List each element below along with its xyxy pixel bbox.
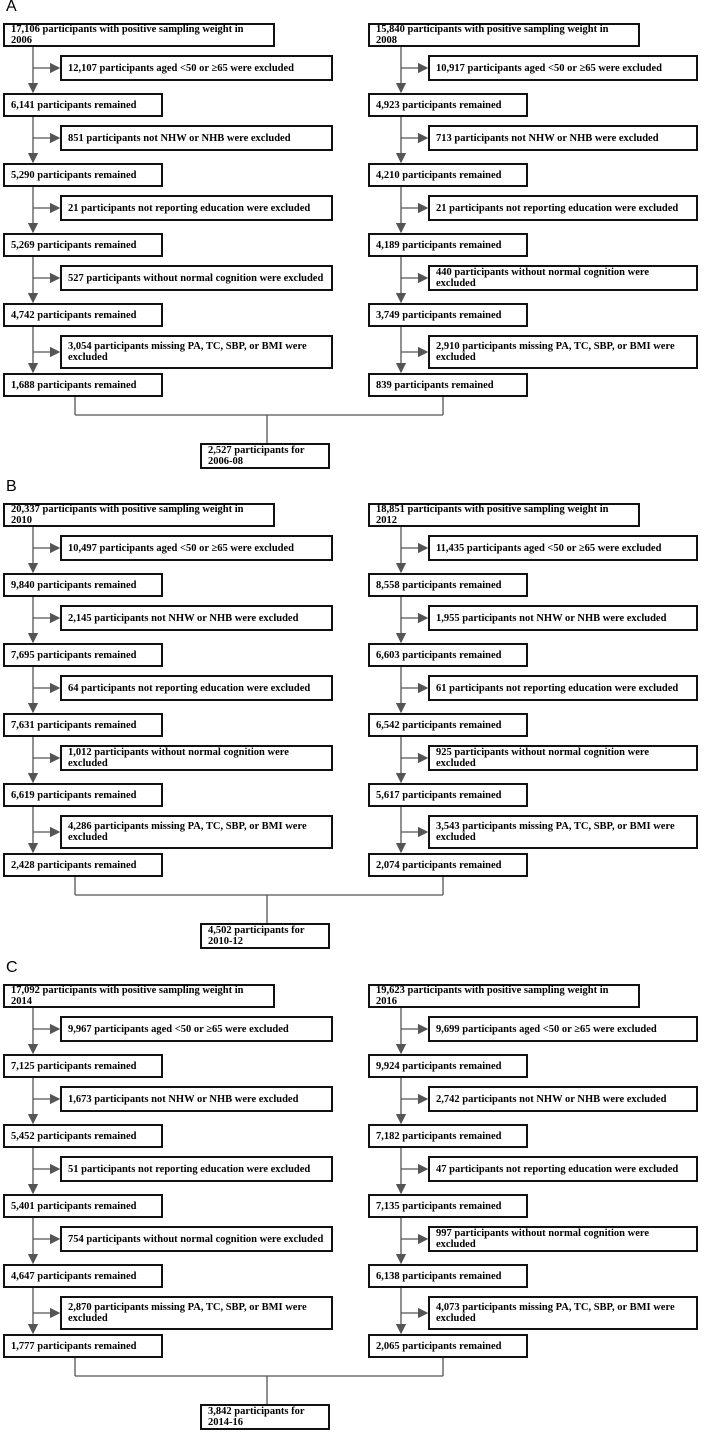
start-box: 15,840 participants with positive sampli… [368, 23, 640, 47]
remained-box: 5,617 participants remained [368, 783, 528, 807]
remained-box: 1,688 participants remained [3, 373, 163, 397]
exclusion-box: 851 participants not NHW or NHB were exc… [60, 125, 333, 151]
start-box: 19,623 participants with positive sampli… [368, 984, 640, 1008]
panel-b: B 20,337 participants with positive sampl… [0, 478, 714, 960]
exclusion-box: 4,286 participants missing PA, TC, SBP, … [60, 815, 333, 849]
remained-box: 839 participants remained [368, 373, 528, 397]
start-box: 17,092 participants with positive sampli… [3, 984, 275, 1008]
remained-box: 4,923 participants remained [368, 93, 528, 117]
remained-box: 2,074 participants remained [368, 853, 528, 877]
connector-lines [27, 47, 444, 443]
total-box: 4,502 participants for 2010-12 [200, 923, 330, 949]
exclusion-box: 47 participants not reporting education … [428, 1156, 698, 1182]
panel-c: C 17,092 participants with positive sampl… [0, 959, 714, 1441]
exclusion-box: 2,742 participants not NHW or NHB were e… [428, 1086, 698, 1112]
remained-box: 4,647 participants remained [3, 1264, 163, 1288]
exclusion-box: 2,910 participants missing PA, TC, SBP, … [428, 335, 698, 369]
remained-box: 2,065 participants remained [368, 1334, 528, 1358]
remained-box: 6,138 participants remained [368, 1264, 528, 1288]
remained-box: 8,558 participants remained [368, 573, 528, 597]
remained-box: 5,269 participants remained [3, 233, 163, 257]
exclusion-box: 61 participants not reporting education … [428, 675, 698, 701]
remained-box: 6,619 participants remained [3, 783, 163, 807]
total-box: 2,527 participants for 2006-08 [200, 443, 330, 469]
exclusion-box: 2,145 participants not NHW or NHB were e… [60, 605, 333, 631]
remained-box: 4,189 participants remained [368, 233, 528, 257]
panel-label: C [6, 959, 18, 976]
remained-box: 5,290 participants remained [3, 163, 163, 187]
panel-a: A 17,106 participants with positive sampl… [0, 0, 714, 480]
remained-box: 6,141 participants remained [3, 93, 163, 117]
exclusion-box: 754 participants without normal cognitio… [60, 1226, 333, 1252]
connector-lines [27, 527, 444, 923]
remained-box: 6,542 participants remained [368, 713, 528, 737]
panel-label: B [6, 478, 17, 495]
remained-box: 7,695 participants remained [3, 643, 163, 667]
start-box: 18,851 participants with positive sampli… [368, 503, 640, 527]
exclusion-box: 2,870 participants missing PA, TC, SBP, … [60, 1296, 333, 1330]
total-box: 3,842 participants for 2014-16 [200, 1404, 330, 1430]
exclusion-box: 10,497 participants aged <50 or ≥65 were… [60, 535, 333, 561]
start-box: 17,106 participants with positive sampli… [3, 23, 275, 47]
exclusion-box: 12,107 participants aged <50 or ≥65 were… [60, 55, 333, 81]
remained-box: 5,452 participants remained [3, 1124, 163, 1148]
exclusion-box: 51 participants not reporting education … [60, 1156, 333, 1182]
exclusion-box: 21 participants not reporting education … [428, 195, 698, 221]
exclusion-box: 3,543 participants missing PA, TC, SBP, … [428, 815, 698, 849]
exclusion-box: 925 participants without normal cognitio… [428, 745, 698, 771]
remained-box: 9,840 participants remained [3, 573, 163, 597]
exclusion-box: 1,955 participants not NHW or NHB were e… [428, 605, 698, 631]
exclusion-box: 4,073 participants missing PA, TC, SBP, … [428, 1296, 698, 1330]
remained-box: 6,603 participants remained [368, 643, 528, 667]
remained-box: 9,924 participants remained [368, 1054, 528, 1078]
exclusion-box: 997 participants without normal cognitio… [428, 1226, 698, 1252]
connector-lines [27, 1008, 444, 1404]
exclusion-box: 713 participants not NHW or NHB were exc… [428, 125, 698, 151]
remained-box: 3,749 participants remained [368, 303, 528, 327]
exclusion-box: 11,435 participants aged <50 or ≥65 were… [428, 535, 698, 561]
remained-box: 7,125 participants remained [3, 1054, 163, 1078]
remained-box: 4,210 participants remained [368, 163, 528, 187]
exclusion-box: 21 participants not reporting education … [60, 195, 333, 221]
remained-box: 4,742 participants remained [3, 303, 163, 327]
remained-box: 7,631 participants remained [3, 713, 163, 737]
exclusion-box: 9,699 participants aged <50 or ≥65 were … [428, 1016, 698, 1042]
exclusion-box: 9,967 participants aged <50 or ≥65 were … [60, 1016, 333, 1042]
exclusion-box: 64 participants not reporting education … [60, 675, 333, 701]
panel-label: A [6, 0, 17, 15]
remained-box: 7,182 participants remained [368, 1124, 528, 1148]
start-box: 20,337 participants with positive sampli… [3, 503, 275, 527]
remained-box: 7,135 participants remained [368, 1194, 528, 1218]
remained-box: 5,401 participants remained [3, 1194, 163, 1218]
exclusion-box: 440 participants without normal cognitio… [428, 265, 698, 291]
remained-box: 1,777 participants remained [3, 1334, 163, 1358]
exclusion-box: 10,917 participants aged <50 or ≥65 were… [428, 55, 698, 81]
exclusion-box: 3,054 participants missing PA, TC, SBP, … [60, 335, 333, 369]
exclusion-box: 1,673 participants not NHW or NHB were e… [60, 1086, 333, 1112]
exclusion-box: 1,012 participants without normal cognit… [60, 745, 333, 771]
remained-box: 2,428 participants remained [3, 853, 163, 877]
exclusion-box: 527 participants without normal cognitio… [60, 265, 333, 291]
